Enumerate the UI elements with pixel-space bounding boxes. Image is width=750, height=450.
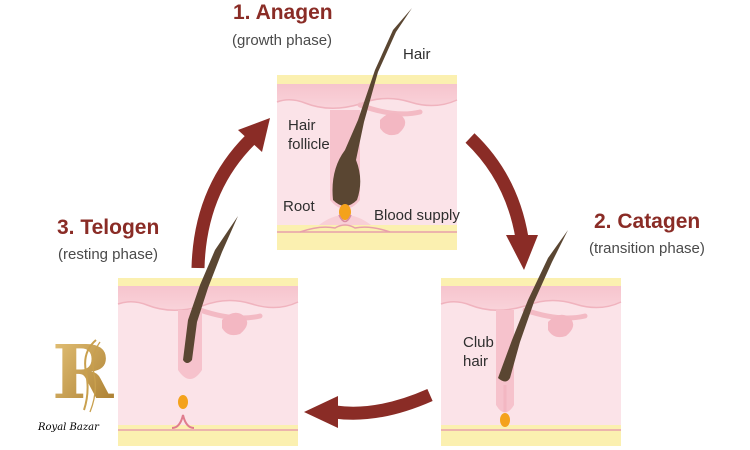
root-label: Root [283,198,315,215]
catagen-subtitle: (transition phase) [589,240,705,257]
arrow-catagen-to-telogen [334,389,433,420]
cycle-arrows [191,118,538,428]
anagen-panel [276,8,458,250]
catagen-panel [440,230,622,446]
hair-follicle-label-line1: Hair [288,117,316,134]
arrow-telogen-to-anagen [191,135,255,269]
arrow-anagen-to-catagen [465,133,529,240]
royal-bazar-logo: R Royal Bazar [37,330,114,433]
telogen-subtitle: (resting phase) [58,246,159,263]
telogen-panel [117,216,299,446]
logo-letter: R [52,330,114,416]
logo-text: Royal Bazar [37,422,100,433]
telogen-title: 3. Telogen [57,216,160,239]
blood-supply-label: Blood supply [374,207,460,224]
anagen-title: 1. Anagen [233,1,333,24]
catagen-title: 2. Catagen [594,210,701,233]
hair-follicle-label-line2: follicle [288,136,330,153]
club-hair-label-line2: hair [463,353,489,370]
hair-label: Hair [403,46,431,63]
anagen-subtitle: (growth phase) [232,32,333,49]
club-hair-label-line1: Club [463,334,494,351]
